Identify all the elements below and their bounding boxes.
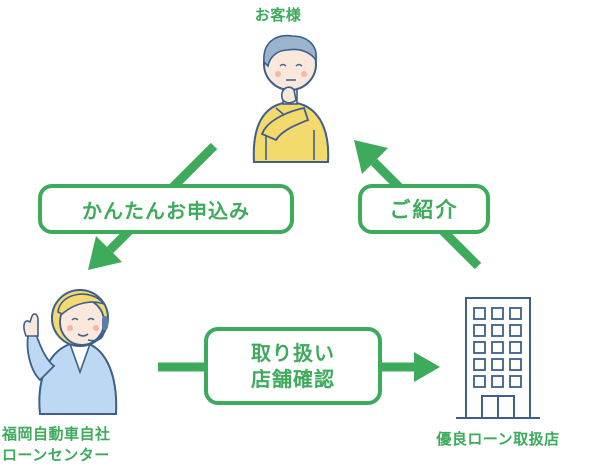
customer-label: お客様	[254, 6, 302, 24]
introduce-step-label: ご紹介	[358, 184, 490, 234]
building-window	[509, 358, 522, 371]
headset-agent-illustration	[23, 289, 118, 415]
building-window	[491, 375, 504, 388]
building-window	[491, 358, 504, 371]
loan-center-label: 福岡自動車自社 ローンセンター	[2, 424, 111, 466]
apply-step-label: かんたんお申込み	[38, 184, 294, 234]
loan-center-label-line1: 福岡自動車自社	[2, 425, 111, 443]
building-window	[491, 307, 504, 320]
confirm-step-label: 取り扱い 店舗確認	[204, 327, 382, 405]
building-window	[473, 341, 486, 354]
building-window	[473, 324, 486, 337]
confirm-step-label-line1: 取り扱い	[251, 341, 335, 365]
building-window	[509, 341, 522, 354]
building-window	[473, 358, 486, 371]
building-window	[491, 341, 504, 354]
building-window	[509, 324, 522, 337]
building-window	[473, 307, 486, 320]
building-window	[491, 324, 504, 337]
thinking-customer-illustration	[252, 34, 330, 163]
building-window	[473, 375, 486, 388]
building-window	[509, 307, 522, 320]
office-building-illustration	[456, 297, 540, 419]
confirm-step-label-line2: 店舗確認	[251, 367, 335, 391]
building-window	[509, 375, 522, 388]
loan-center-label-line2: ローンセンター	[2, 446, 110, 464]
lender-label: 優良ローン取扱店	[436, 430, 560, 448]
